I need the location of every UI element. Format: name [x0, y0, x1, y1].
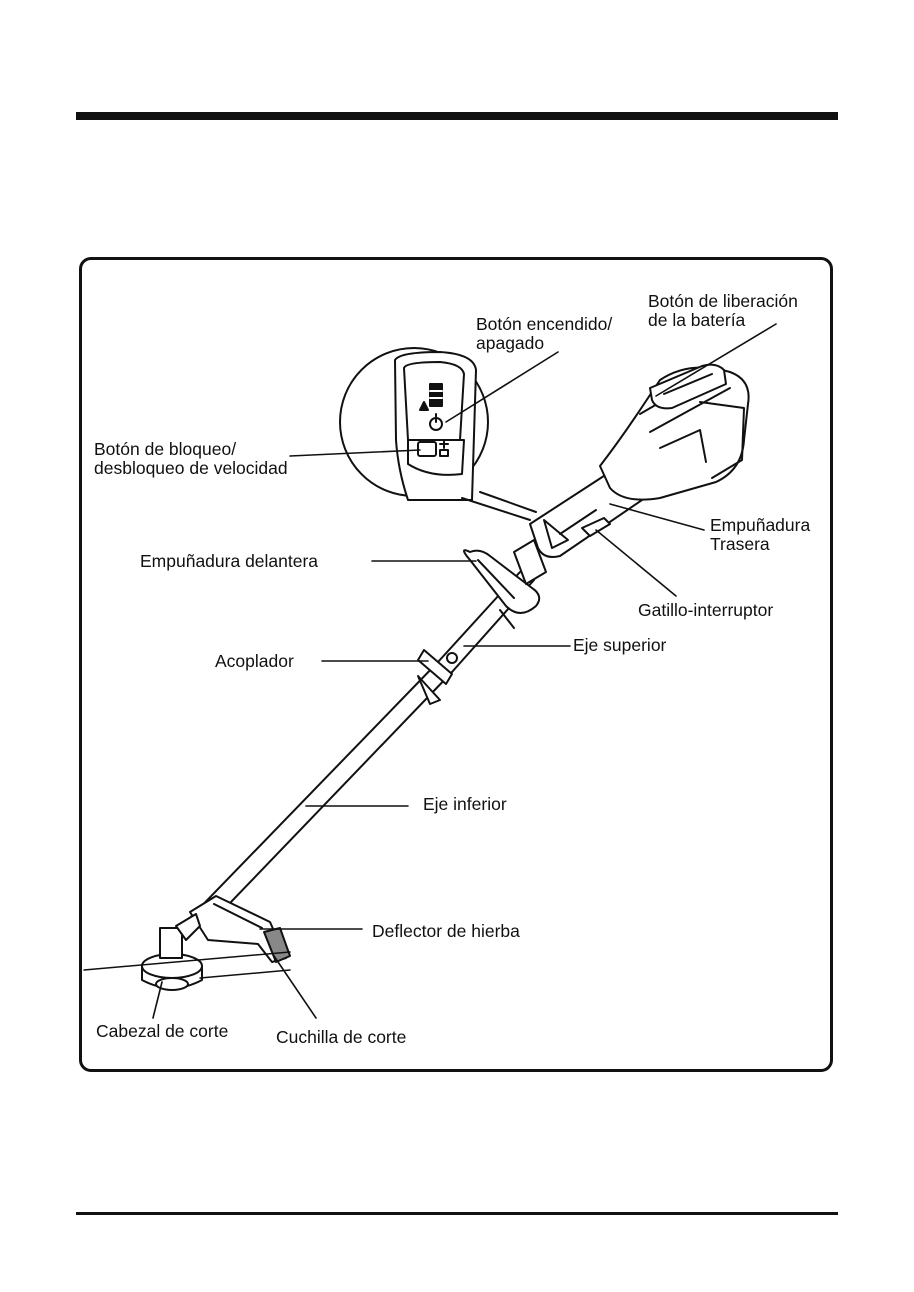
label-cutting-head: Cabezal de corte [96, 1022, 228, 1041]
label-trigger: Gatillo-interruptor [638, 601, 773, 620]
label-cutting-blade: Cuchilla de corte [276, 1028, 406, 1047]
label-grass-deflector: Deflector de hierba [372, 922, 520, 941]
cutting-head [142, 914, 202, 990]
label-front-handle: Empuñadura delantera [140, 552, 318, 571]
label-battery-release: Botón de liberación de la batería [648, 292, 798, 330]
label-power-button: Botón encendido/ apagado [476, 315, 612, 353]
label-rear-handle: Empuñadura Trasera [710, 516, 810, 554]
control-panel-zoom [340, 348, 536, 520]
label-upper-shaft: Eje superior [573, 636, 666, 655]
label-coupler: Acoplador [215, 652, 294, 671]
label-speed-lock: Botón de bloqueo/ desbloqueo de velocida… [94, 440, 288, 478]
label-lower-shaft: Eje inferior [423, 795, 507, 814]
cutting-line-2 [200, 970, 290, 978]
lower-shaft [188, 662, 452, 928]
battery-level-icon [430, 384, 442, 406]
footer-rule [76, 1212, 838, 1215]
